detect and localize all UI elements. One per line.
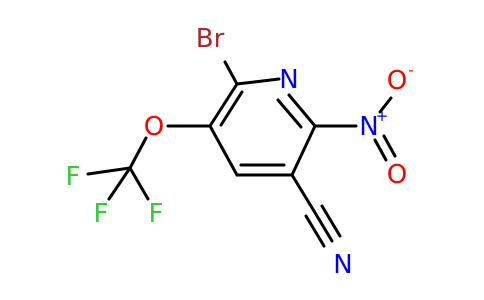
bond-cf3-f1 <box>86 166 132 176</box>
bond-nnitro-otop <box>378 96 393 114</box>
atom-labels: Br N O F F F N + O - O N <box>66 24 414 280</box>
charge-o-nitro-top: - <box>408 61 413 79</box>
bond-nnitro-obottom-a <box>373 138 388 162</box>
bond-c4-c3 <box>208 124 239 177</box>
bond-o-cf3 <box>128 136 148 170</box>
bond-c3-c2 <box>208 82 239 128</box>
atom-n-nitrile: N <box>333 250 352 280</box>
atom-o-ether: O <box>144 112 164 142</box>
bond-c3-c2-inner <box>219 90 244 127</box>
atom-f2: F <box>94 199 109 229</box>
bond-n1-c6 <box>287 93 317 128</box>
bonds <box>86 60 397 248</box>
bond-c6-c5 <box>290 124 317 177</box>
charge-n-nitro: + <box>376 107 389 125</box>
bond-c2-br <box>223 60 239 86</box>
bond-c5-cn <box>290 173 316 213</box>
atom-o-nitro-top: O <box>387 66 407 96</box>
bond-cf3-f3 <box>128 166 150 201</box>
bond-cn-triple-a <box>312 209 334 243</box>
bond-cn-triple-c <box>320 204 342 238</box>
atom-o-nitro-bottom: O <box>387 160 407 190</box>
bond-n1-c6-inner <box>276 98 303 129</box>
atom-n-nitro: N <box>359 112 378 142</box>
bond-cf3-f2 <box>107 166 132 201</box>
bond-c2-n1 <box>235 77 281 86</box>
bond-nnitro-obottom-b <box>382 134 397 158</box>
atom-f1: F <box>66 162 81 192</box>
atom-f3: F <box>149 199 164 229</box>
bond-cn-triple-b <box>304 214 326 248</box>
atom-br: Br <box>196 24 225 54</box>
atom-n-ring: N <box>279 65 298 95</box>
